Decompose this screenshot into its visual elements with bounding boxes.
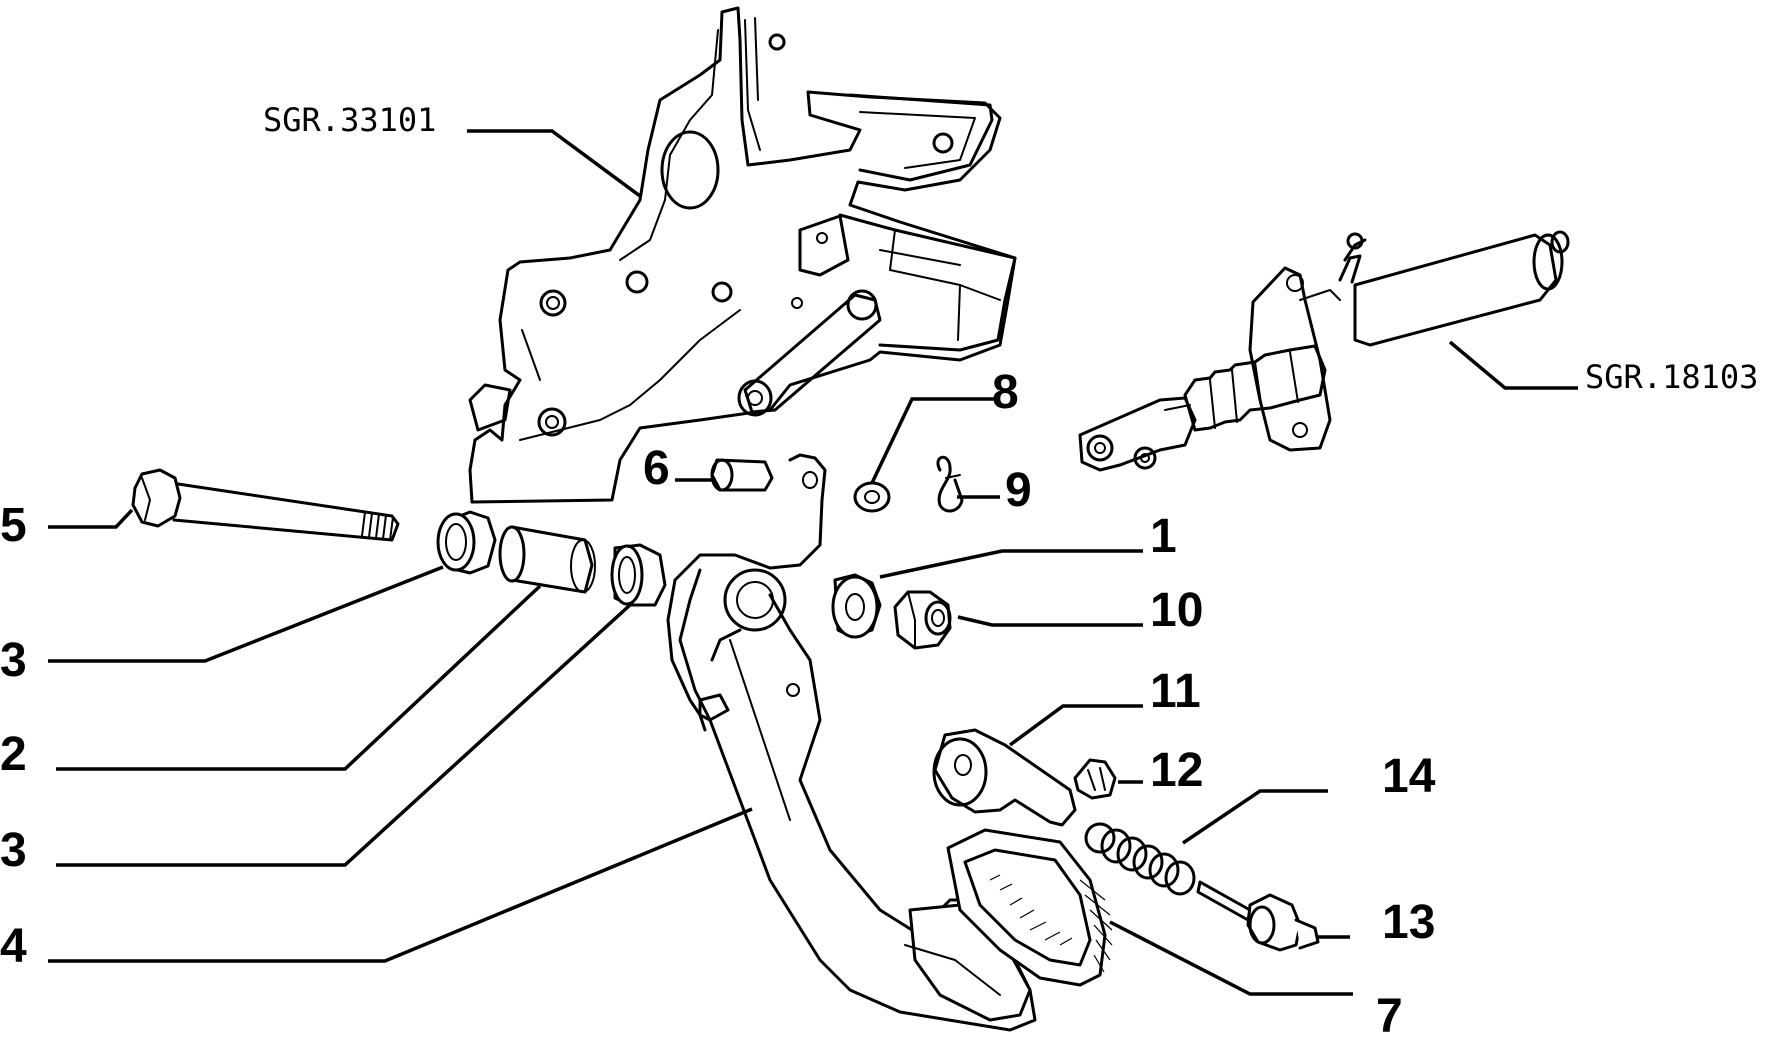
clutch-pedal-part-4 (666, 453, 1037, 1032)
ref-label-master-cylinder: SGR.18103 (1585, 358, 1758, 396)
callout-3-lower: 3 (0, 824, 27, 877)
callout-2: 2 (0, 728, 27, 781)
clutch-master-cylinder (1078, 230, 1570, 472)
bush-part-3-left (436, 510, 497, 575)
callout-4: 4 (0, 920, 27, 973)
leader-master-cylinder (1448, 340, 1578, 390)
clip-part-12 (1073, 758, 1117, 800)
leader-11 (1008, 704, 1143, 747)
spring-clip-part-9 (936, 455, 964, 513)
nut-part-10 (893, 590, 952, 650)
pedal-pad-part-7 (946, 828, 1113, 987)
spring-part-14 (1084, 822, 1196, 896)
pivot-bolt-part-5 (131, 468, 400, 542)
leader-pedal-bracket (467, 129, 642, 198)
buffer-bush-part-11 (932, 728, 1077, 827)
leader-1 (879, 549, 1143, 579)
callout-6: 6 (643, 442, 670, 495)
leader-4 (48, 807, 753, 963)
callout-3-upper: 3 (0, 634, 27, 687)
callout-1: 1 (1150, 510, 1177, 563)
bush-part-3-right (610, 543, 667, 607)
leader-2 (56, 584, 542, 771)
leader-8 (870, 397, 1000, 484)
pedal-bracket-assembly (468, 6, 1017, 504)
pin-part-6 (710, 458, 774, 492)
ref-label-pedal-bracket: SGR.33101 (263, 101, 436, 139)
leader-7 (1109, 920, 1353, 996)
leader-3b (56, 603, 632, 867)
callout-10: 10 (1150, 584, 1203, 637)
washer-part-1 (831, 573, 882, 639)
callout-5: 5 (0, 499, 27, 552)
switch-part-13 (1196, 880, 1320, 952)
callout-11: 11 (1150, 665, 1201, 718)
washer-part-8 (853, 481, 891, 513)
leader-3a (48, 565, 444, 663)
callout-9: 9 (1005, 464, 1032, 517)
leader-5 (48, 508, 134, 529)
callout-8: 8 (992, 366, 1019, 419)
leader-10 (957, 615, 1143, 627)
callout-13: 13 (1382, 896, 1435, 949)
callout-7: 7 (1376, 990, 1403, 1039)
spacer-tube-part-2 (498, 525, 596, 594)
callout-14: 14 (1382, 750, 1436, 803)
leader-lines (48, 129, 1578, 996)
callout-12: 12 (1150, 744, 1203, 797)
leader-14 (1182, 789, 1328, 845)
